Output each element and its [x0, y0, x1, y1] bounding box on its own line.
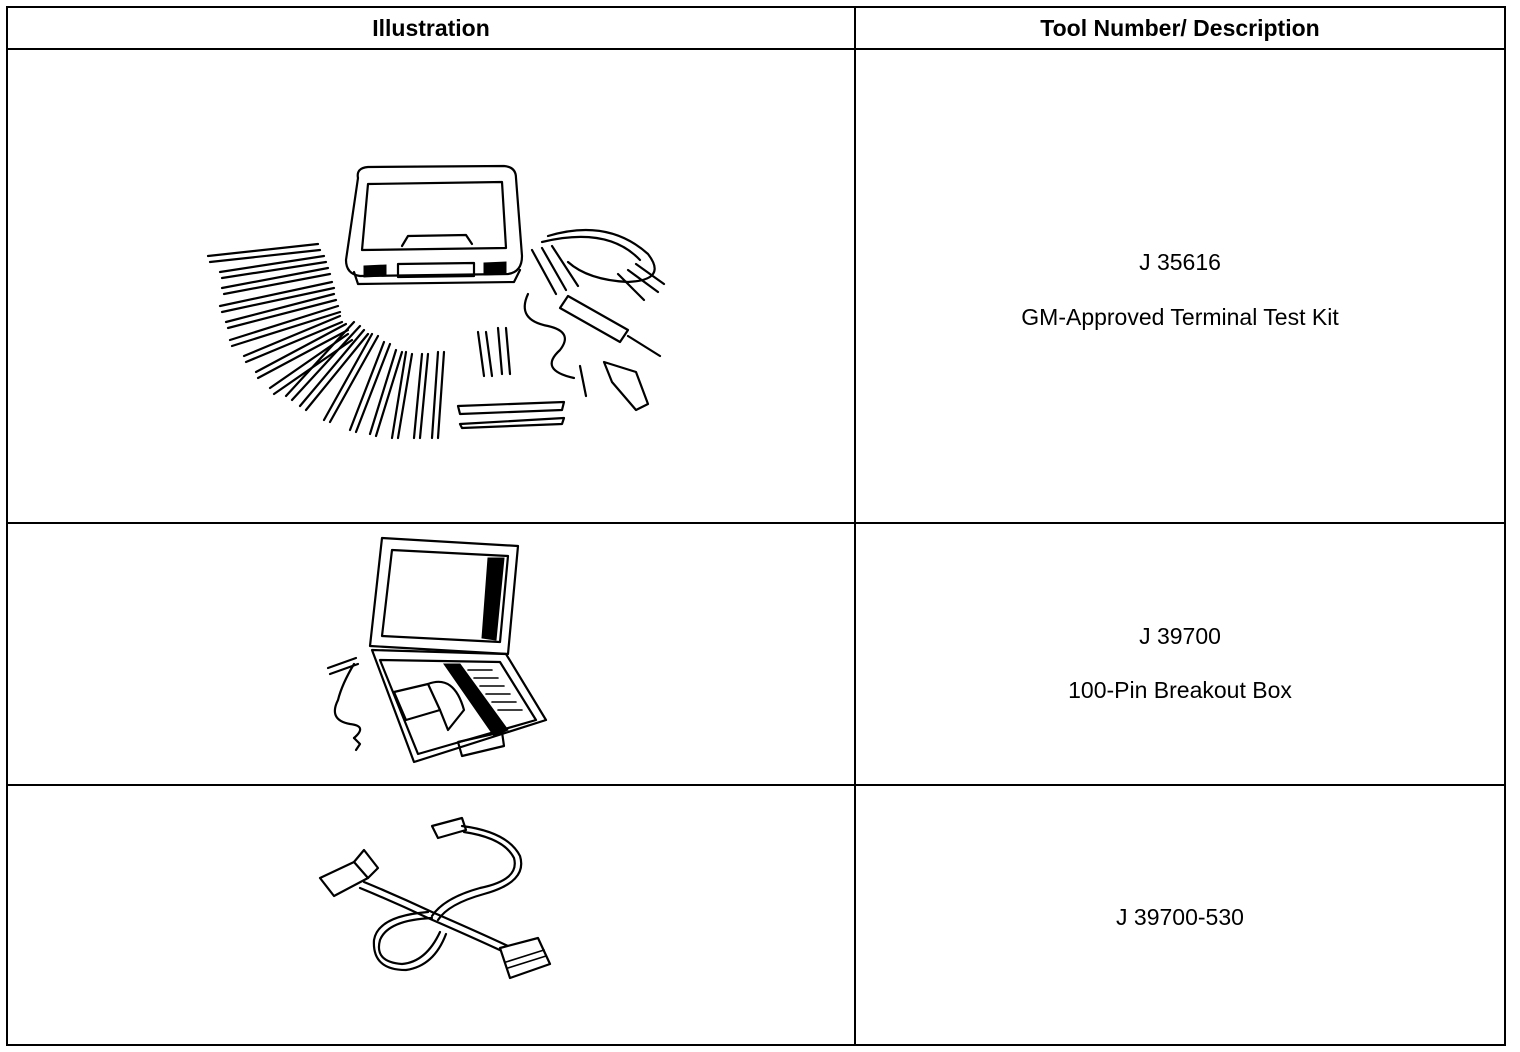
illustration-cell — [8, 50, 856, 522]
tool-number: J 39700 — [1139, 623, 1221, 649]
tool-description: 100-Pin Breakout Box — [1068, 677, 1292, 703]
illustration-cell — [8, 524, 856, 784]
table-header-row: Illustration Tool Number/ Description — [8, 8, 1504, 48]
description-cell: J 39700-530 — [856, 786, 1504, 1044]
description-cell: J 39700 100-Pin Breakout Box — [856, 524, 1504, 784]
description-cell: J 35616 GM-Approved Terminal Test Kit — [856, 50, 1504, 522]
terminal-test-kit-illustration — [206, 164, 666, 440]
tool-number: J 39700-530 — [1116, 904, 1244, 930]
header-description: Tool Number/ Description — [1040, 14, 1320, 41]
table-row: J 35616 GM-Approved Terminal Test Kit — [8, 48, 1504, 522]
tool-description: GM-Approved Terminal Test Kit — [1021, 304, 1339, 330]
header-illustration: Illustration — [8, 8, 856, 48]
tool-number: J 35616 — [1139, 249, 1221, 275]
table-row: J 39700 100-Pin Breakout Box — [8, 522, 1504, 784]
adapter-harness-illustration — [318, 816, 552, 980]
table-row: J 39700-530 — [8, 784, 1504, 1044]
illustration-cell — [8, 786, 856, 1044]
breakout-box-illustration — [326, 536, 548, 764]
tool-table: Illustration Tool Number/ Description — [6, 6, 1506, 1046]
